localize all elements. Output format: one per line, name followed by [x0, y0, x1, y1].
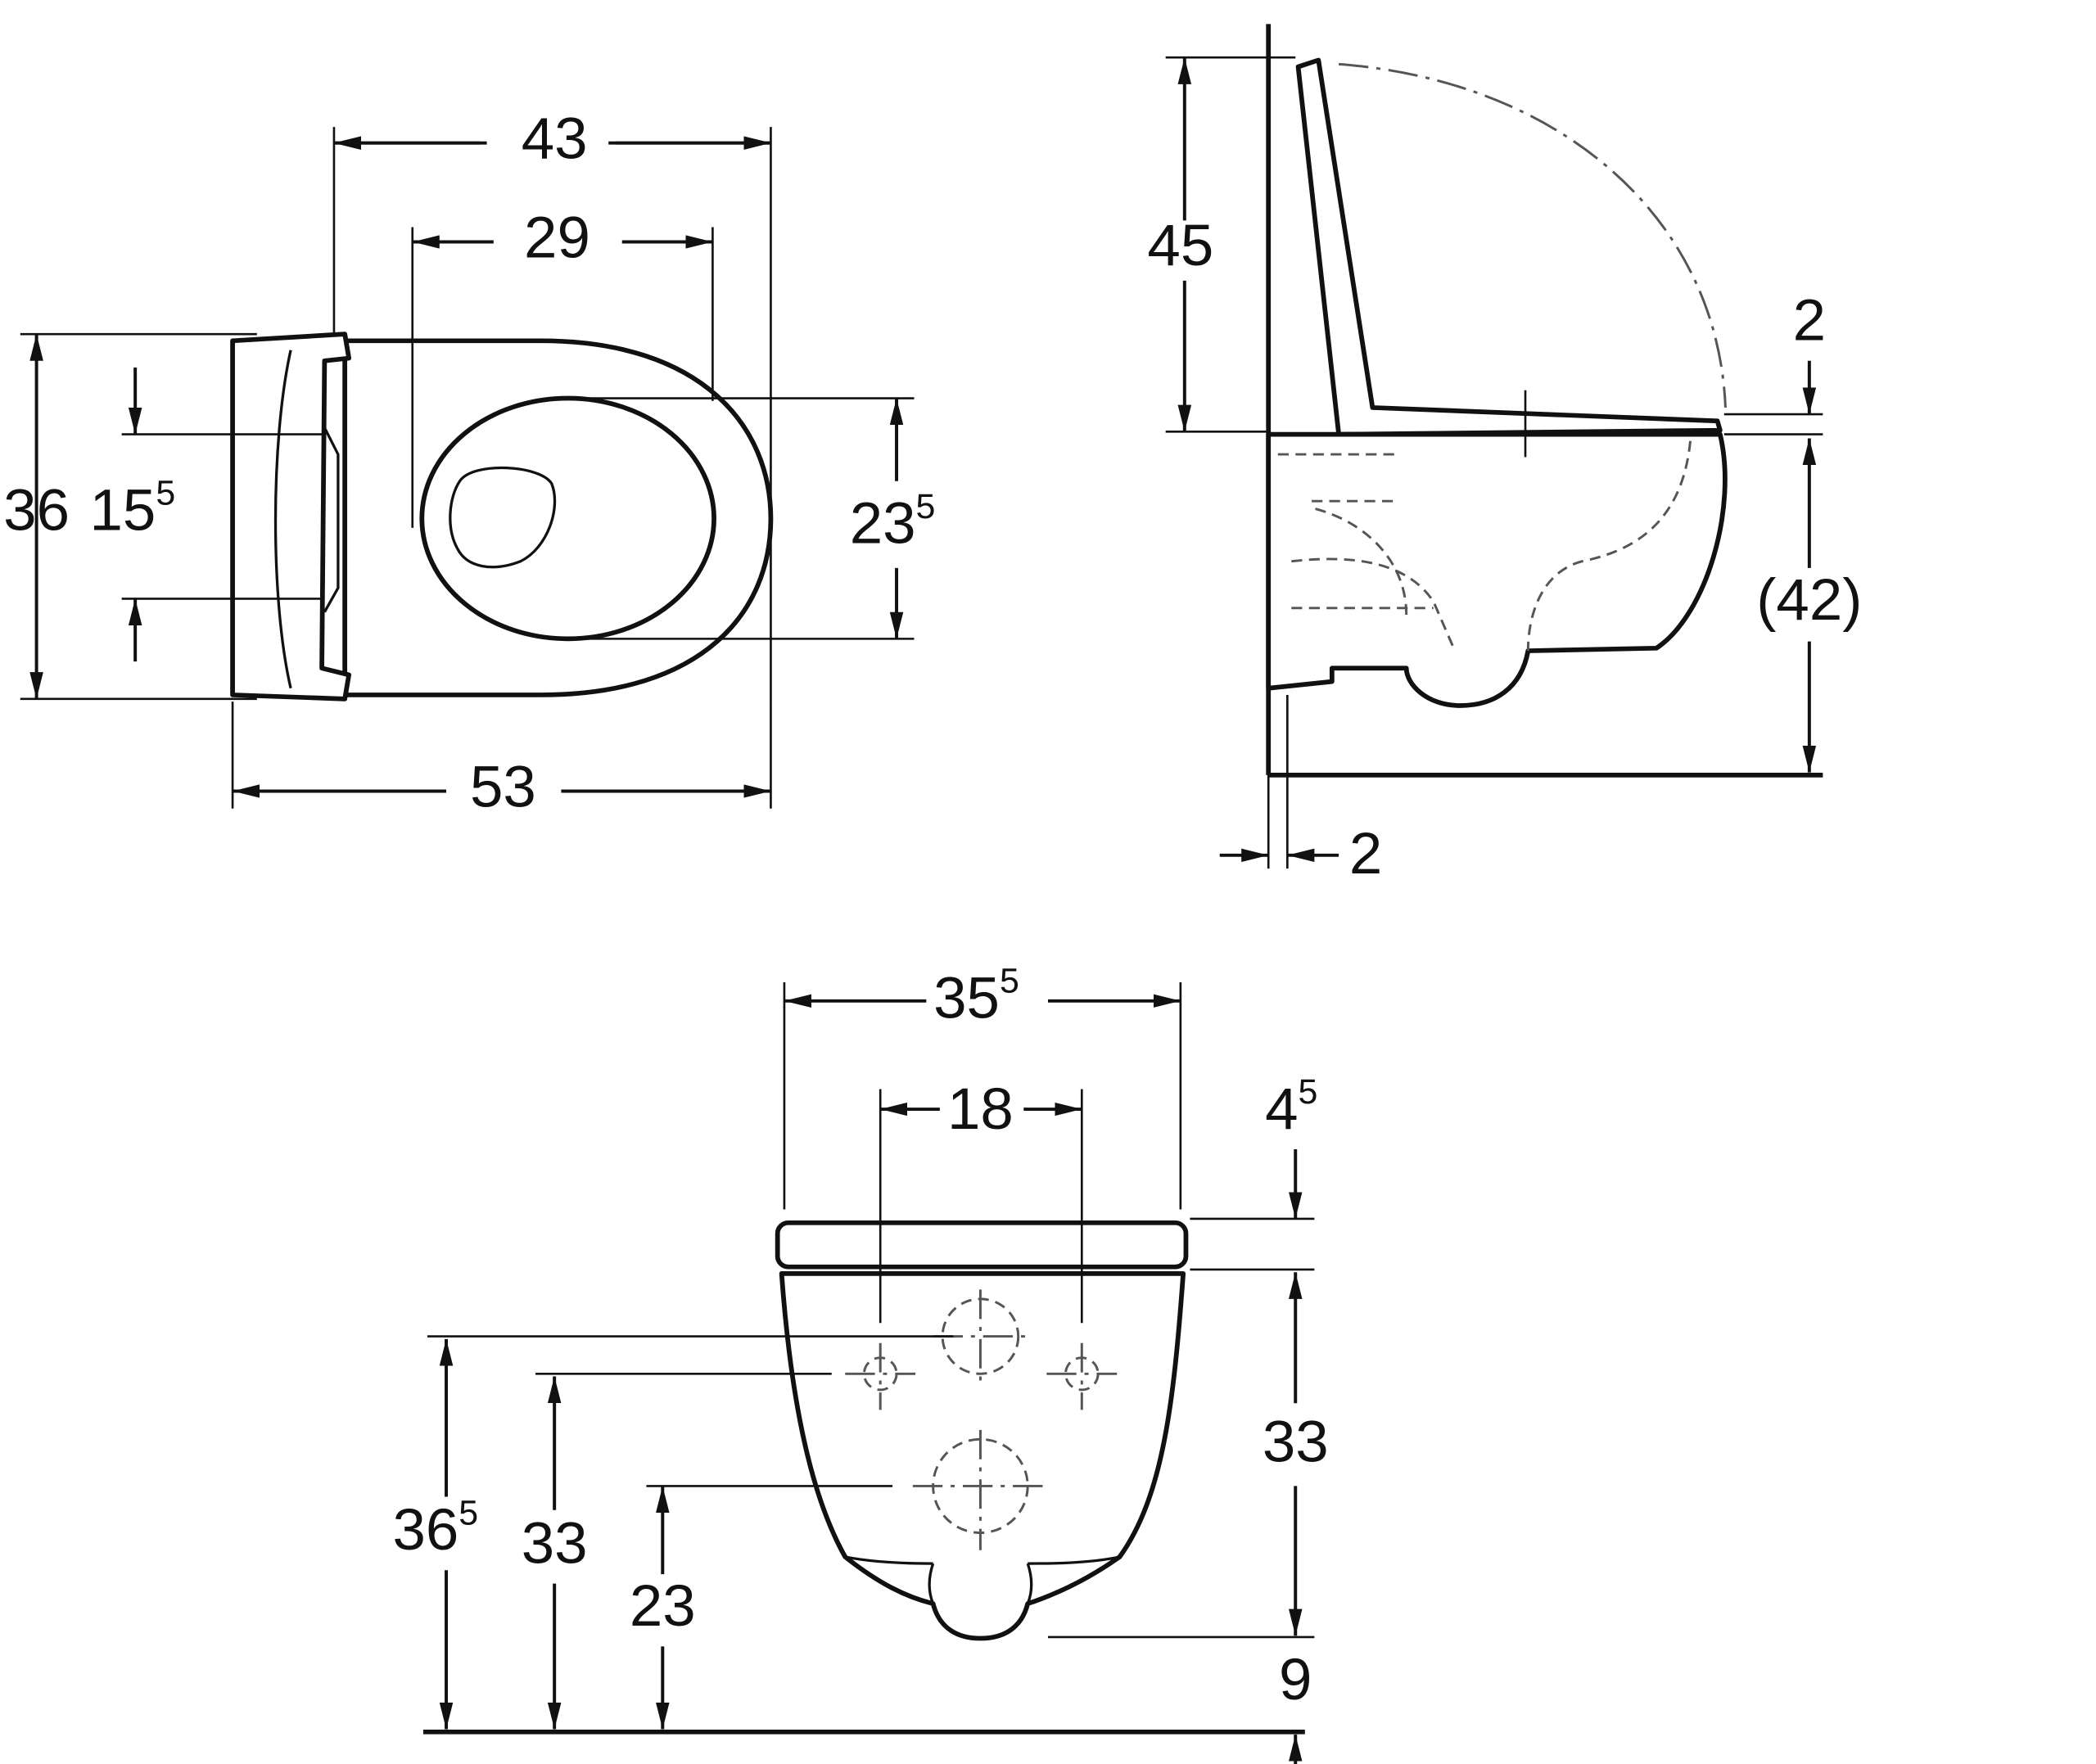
dim-outlet-23: 23 — [630, 1574, 696, 1640]
dim-opening-23-5: 235 — [850, 487, 936, 556]
dim-bottom-9: 9 — [1279, 1647, 1312, 1712]
dim-lid-45: 45 — [1147, 214, 1213, 279]
dim-width-43: 43 — [522, 106, 588, 172]
top-view: 43 29 36 155 235 53 — [3, 106, 935, 819]
hidden-drain — [1277, 440, 1692, 652]
dim-seat-2: 2 — [1793, 288, 1826, 354]
dim-seat-4-5: 45 — [1265, 1073, 1317, 1142]
seat-hinge — [273, 350, 340, 689]
dim-height-42: (42) — [1756, 567, 1862, 633]
seat-front — [775, 1220, 1189, 1270]
dim-bowl-33: 33 — [1263, 1410, 1329, 1475]
bowl-opening — [449, 466, 557, 569]
dim-depth-36: 36 — [3, 478, 70, 544]
dim-inlet-36-5: 365 — [392, 1494, 478, 1563]
dim-width-35-5: 355 — [933, 962, 1019, 1031]
lid-swing-arc — [1338, 62, 1727, 408]
bowl-front — [779, 1270, 1186, 1641]
back-plate — [230, 332, 352, 702]
dim-wall-2: 2 — [1349, 821, 1382, 887]
bowl-side — [1266, 431, 1728, 708]
dim-hinge-15-5: 155 — [89, 474, 175, 543]
dim-seat-29: 29 — [524, 205, 590, 271]
seat-ring — [419, 395, 716, 642]
side-view: 45 2 (42) 2 — [1147, 24, 1862, 887]
dim-length-53: 53 — [470, 755, 536, 820]
dim-bolts-18: 18 — [947, 1076, 1014, 1142]
front-view: 355 18 45 33 9 365 33 23 — [392, 962, 1329, 1764]
dim-bolts-33: 33 — [522, 1511, 588, 1577]
lid — [1295, 57, 1723, 437]
